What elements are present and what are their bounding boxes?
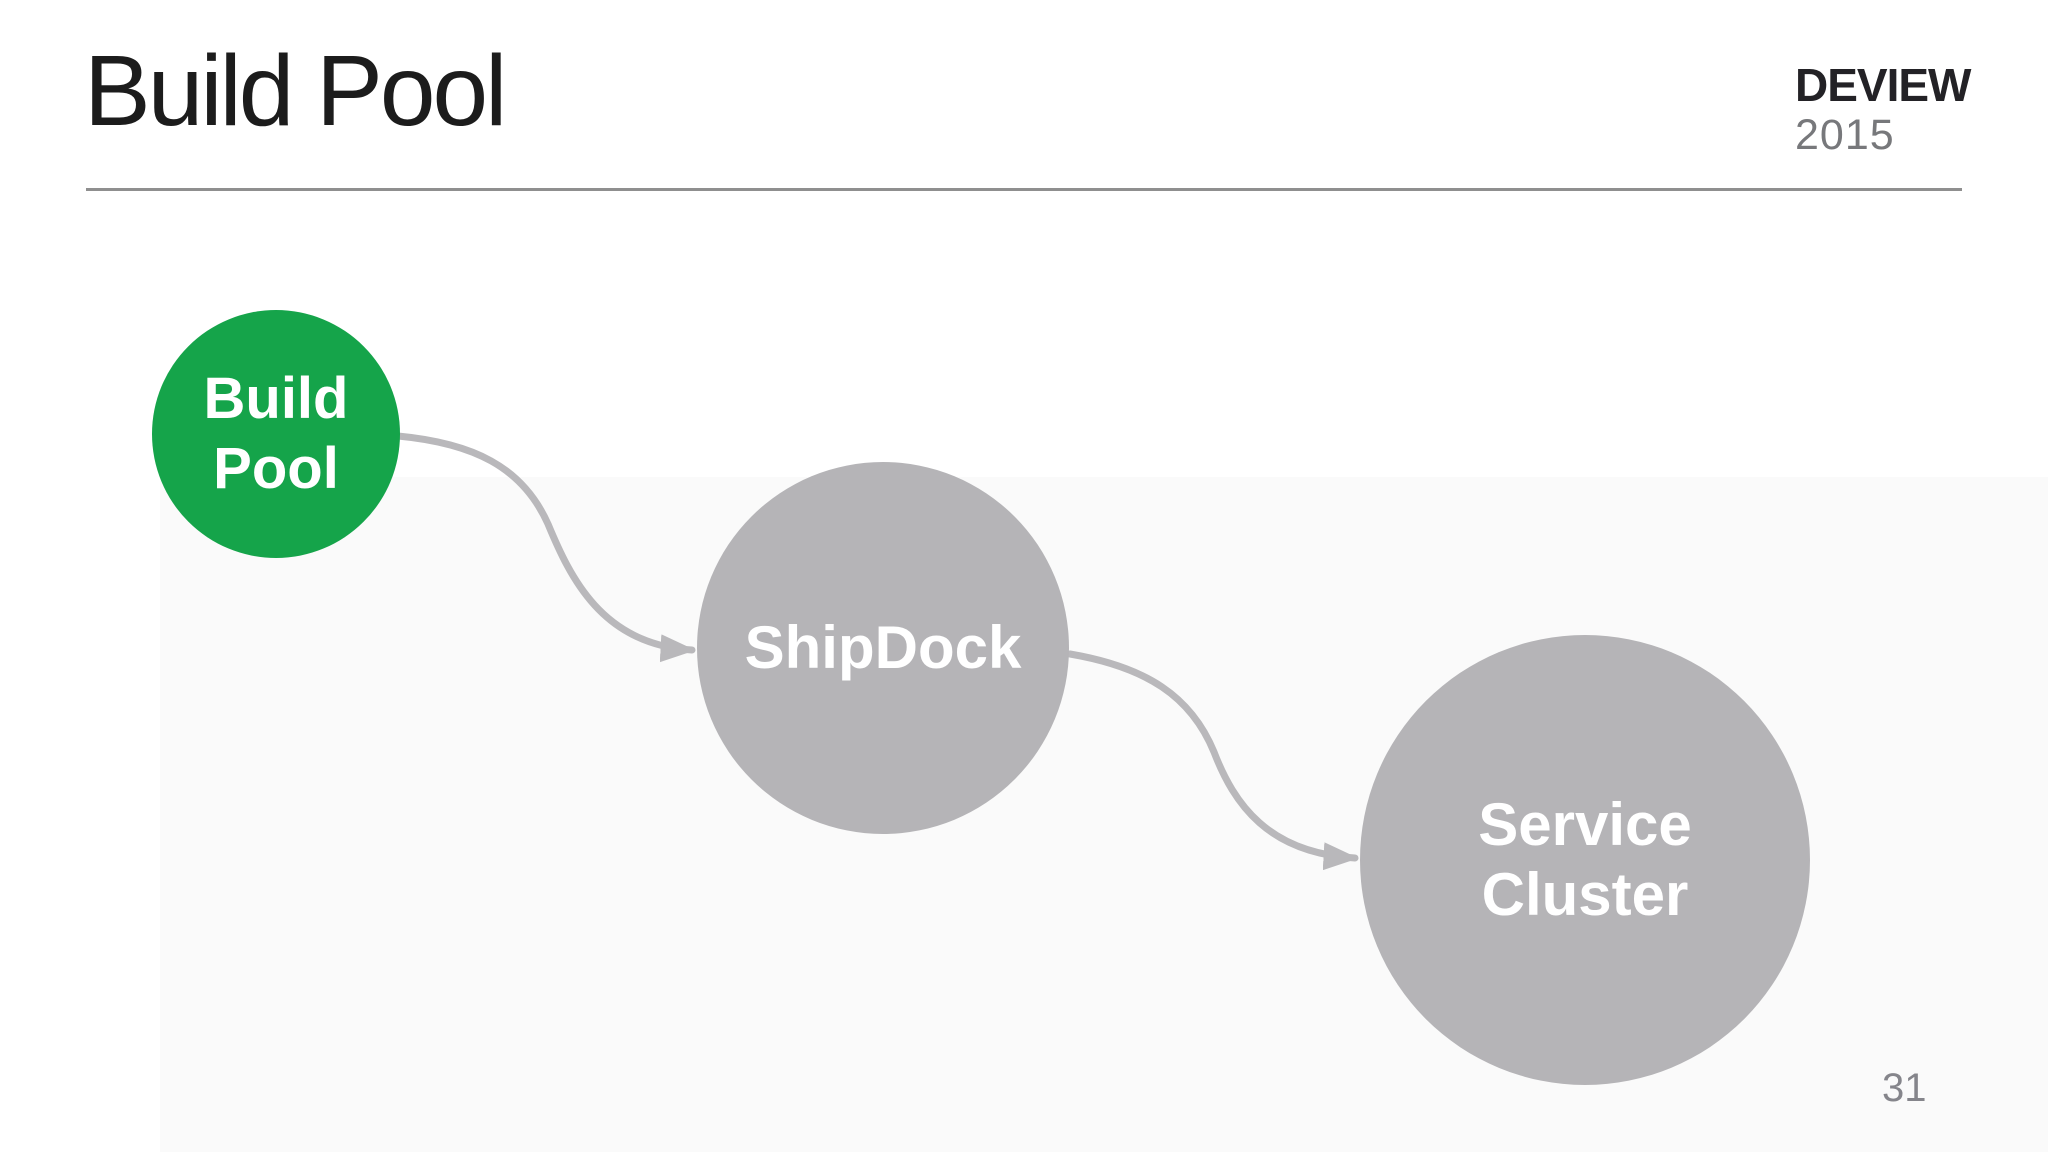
deview-logo: DEVIEW 2015 (1795, 59, 1971, 159)
node-shipdock: ShipDock (697, 462, 1069, 834)
deview-logo-year: 2015 (1795, 111, 1895, 159)
node-label-line: Service (1478, 791, 1692, 858)
arrow-shipdock-to-service-cluster (1066, 650, 1359, 871)
deview-logo-text: DEVIEW (1795, 59, 1971, 111)
node-build-pool: Build Pool (152, 310, 400, 558)
node-label-line: Build (203, 366, 349, 431)
page-number: 31 (1882, 1066, 1927, 1110)
page-title: Build Pool (84, 35, 507, 147)
node-label-line: ShipDock (744, 614, 1022, 681)
node-service-cluster: Service Cluster (1360, 635, 1810, 1085)
node-label-line: Pool (213, 436, 339, 501)
arrow-build-pool-to-shipdock (394, 432, 696, 663)
node-label-line: Cluster (1481, 861, 1689, 928)
header-divider (86, 188, 1962, 191)
